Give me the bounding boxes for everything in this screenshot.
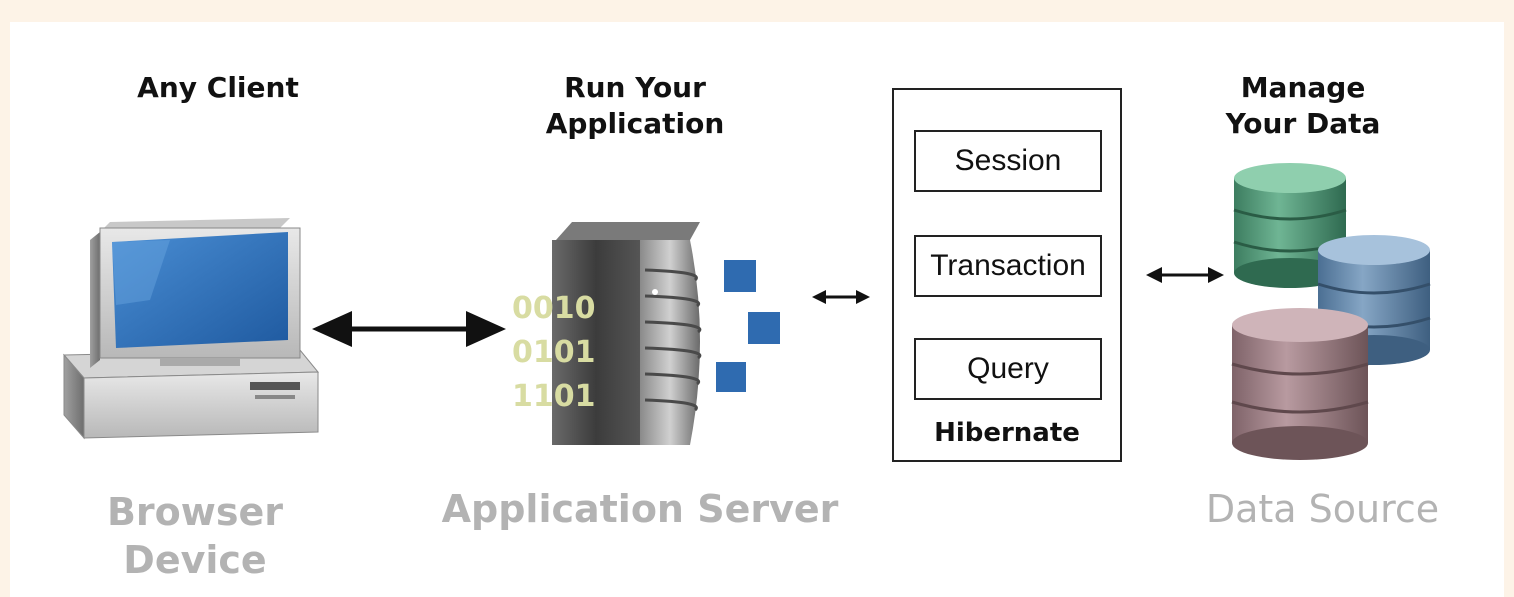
heading-manage-line1: Manage (1240, 71, 1366, 104)
hibernate-box: Session Transaction Query Hibernate (892, 88, 1122, 462)
database-icon (1231, 163, 1431, 460)
heading-any-client: Any Client (137, 71, 299, 104)
server-icon (552, 222, 780, 445)
arrow-server-hibernate (812, 290, 870, 304)
query-box: Query (914, 338, 1102, 400)
session-box: Session (914, 130, 1102, 192)
binary-digits: 0010 0101 1101 (512, 291, 596, 414)
caption-device: Device (123, 538, 267, 582)
database-mauve (1231, 308, 1369, 460)
computer-icon (62, 218, 320, 440)
binary-row-2: 0101 (512, 335, 596, 370)
arrow-hibernate-data (1146, 267, 1224, 283)
binary-row-3: 1101 (512, 379, 596, 414)
heading-manage-your-data: Manage Your Data (1198, 70, 1408, 142)
transaction-box: Transaction (914, 235, 1102, 297)
arrow-client-server (312, 311, 506, 347)
caption-data-source: Data Source (1205, 487, 1440, 531)
binary-row-1: 0010 (512, 291, 596, 326)
caption-application-server: Application Server (441, 487, 839, 531)
heading-run-line2: Application (545, 107, 725, 140)
caption-browser: Browser (106, 490, 284, 534)
hibernate-label: Hibernate (934, 418, 1080, 448)
heading-run-your-application: Run Your Application (530, 70, 740, 142)
caption-browser-device: Browser Device (90, 488, 300, 584)
heading-run-line1: Run Your (564, 71, 706, 104)
heading-manage-line2: Your Data (1225, 107, 1381, 140)
